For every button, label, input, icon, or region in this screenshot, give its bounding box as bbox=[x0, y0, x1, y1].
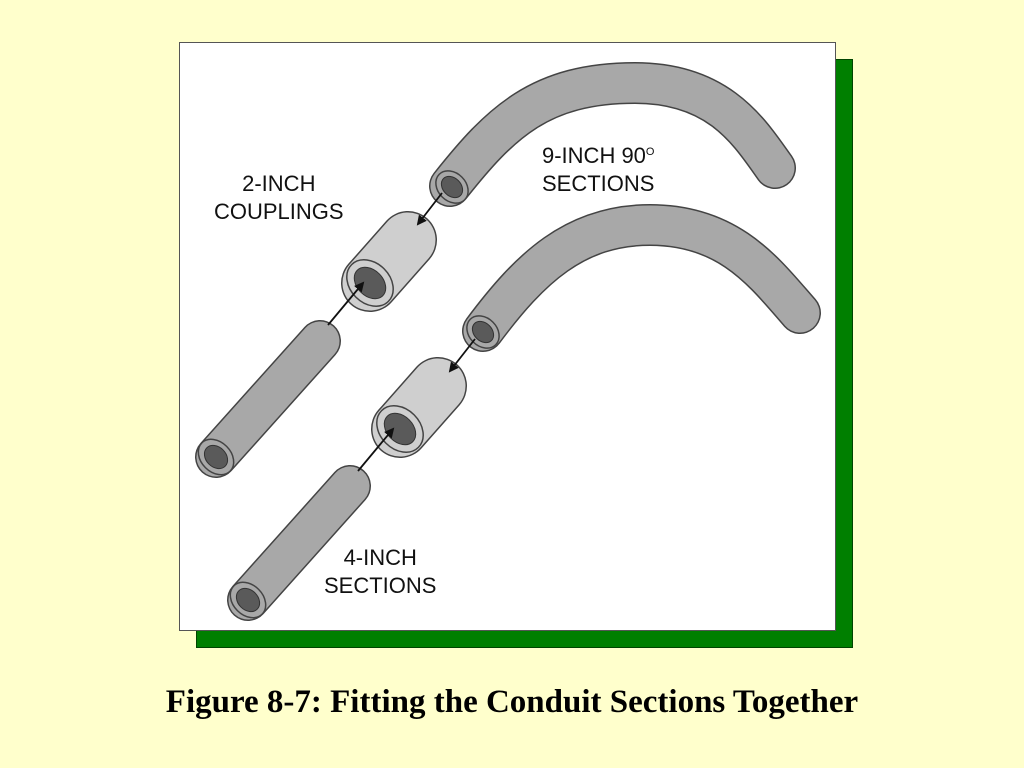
upper-bend-section bbox=[429, 61, 796, 207]
bend-label-line2: SECTIONS bbox=[542, 171, 655, 196]
couplings-label: 2-INCH COUPLINGS bbox=[214, 170, 344, 226]
arrow-section-to-lower-coupling bbox=[357, 427, 395, 472]
upper-straight-section bbox=[195, 320, 341, 478]
straight-sections-label: 4-INCH SECTIONS bbox=[324, 544, 436, 600]
degree-symbol: O bbox=[645, 146, 655, 158]
couplings-label-line1: 2-INCH bbox=[242, 171, 316, 196]
sections-label-line1: 4-INCH bbox=[343, 545, 417, 570]
bend-label-line1: 9-INCH 90 bbox=[542, 143, 646, 168]
arrow-section-to-upper-coupling bbox=[327, 281, 365, 326]
bend-sections-label: 9-INCH 90O SECTIONS bbox=[542, 142, 654, 198]
sections-label-line2: SECTIONS bbox=[324, 573, 437, 598]
conduit-diagram bbox=[195, 61, 821, 621]
upper-coupling bbox=[341, 211, 437, 312]
lower-straight-section bbox=[227, 465, 371, 621]
lower-coupling bbox=[371, 357, 467, 458]
arrow-bend-to-upper-coupling bbox=[416, 192, 443, 226]
figure-panel: 9-INCH 90O SECTIONS 2-INCH COUPLINGS 4-I… bbox=[179, 42, 836, 631]
arrow-bend-to-lower-coupling bbox=[448, 338, 476, 373]
lower-bend-section bbox=[462, 203, 821, 352]
figure-caption: Figure 8-7: Fitting the Conduit Sections… bbox=[165, 684, 859, 720]
couplings-label-line2: COUPLINGS bbox=[214, 199, 344, 224]
